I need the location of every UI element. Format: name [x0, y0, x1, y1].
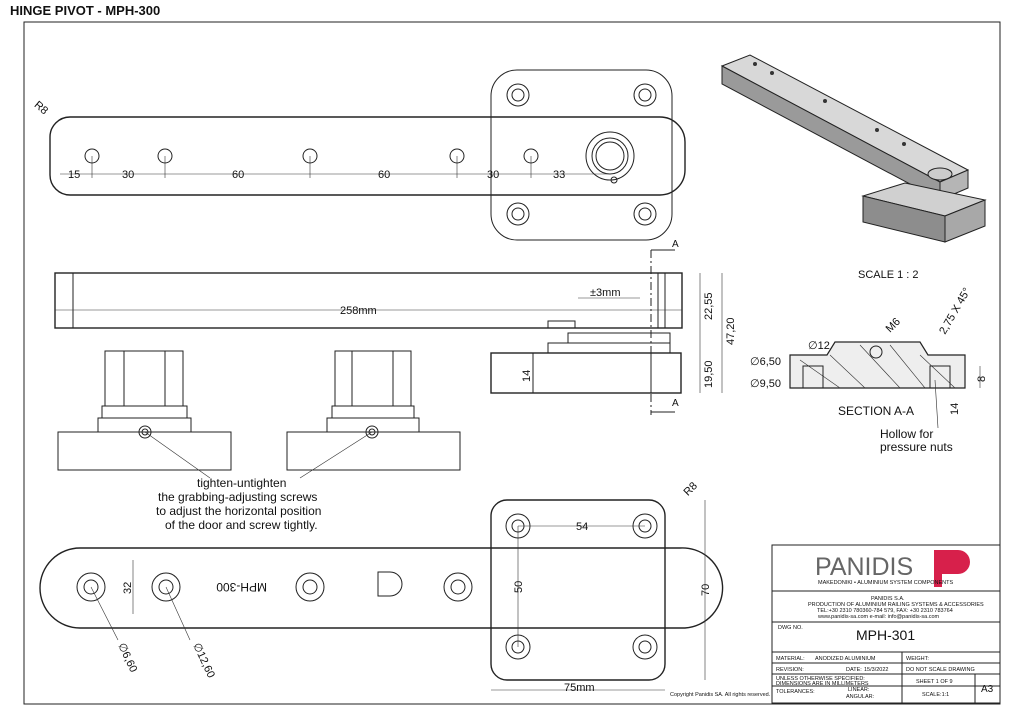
- height-lower-label: 19,50: [703, 360, 715, 388]
- section-marker-top: A: [672, 239, 679, 250]
- dim-15: 15: [68, 169, 80, 181]
- section-dia-large: ∅9,50: [750, 378, 781, 390]
- section-note-line-2: pressure nuts: [880, 440, 953, 454]
- unless-note-2: DIMENSIONS ARE IN MILLIMETERS: [776, 681, 869, 687]
- company-desc: PRODUCTION OF ALUMINIUM RAILING SYSTEMS …: [808, 602, 984, 608]
- instruction-line-4: of the door and screw tightly.: [165, 518, 318, 532]
- section-thread: M6: [884, 316, 903, 335]
- iso-scale-label: SCALE 1 : 2: [858, 269, 919, 281]
- company-contact-1: TEL:+30 2310 780360-784 579, FAX: +30 23…: [817, 608, 953, 614]
- section-view: ∅6,50 ∅9,50 ∅12 M6 2,75 X 45° 8 14 SECTI…: [750, 286, 988, 454]
- section-chamfer: 2,75 X 45°: [937, 286, 973, 337]
- arm-outline: [49, 116, 686, 196]
- instruction-line-2: the grabbing-adjusting screws: [158, 490, 317, 504]
- date-value: 15/3/2022: [864, 667, 888, 673]
- dim-60-right: 60: [378, 169, 390, 181]
- company-name: PANIDIS S.A.: [871, 596, 905, 602]
- height-upper-label: 22,55: [703, 292, 715, 320]
- bottom-height: 32: [122, 582, 134, 594]
- section-marker-bottom: A: [672, 398, 679, 409]
- plate-spacing-x: 54: [576, 521, 588, 533]
- instruction-line-3: to adjust the horizontal position: [156, 504, 321, 518]
- base-plate-outline: [490, 69, 673, 241]
- drawing-border: [23, 21, 1001, 705]
- isometric-view: SCALE 1 : 2: [720, 54, 987, 281]
- no-scale-note: DO NOT SCALE DRAWING: [906, 667, 975, 673]
- brand-logo: [934, 550, 970, 587]
- revision-label: REVISION:: [776, 667, 804, 673]
- company-contact-2: www.panidis-sa.com e-mail: info@panidis-…: [817, 614, 940, 620]
- dim-30-left: 30: [122, 169, 134, 181]
- scale-value: SCALE:1:1: [922, 692, 949, 698]
- dim-30-right: 30: [487, 169, 499, 181]
- section-title: SECTION A-A: [838, 404, 914, 418]
- dwg-no: MPH-301: [856, 627, 915, 643]
- front-view: A A 258mm ±3mm 22,55 47,20 19,50 14: [54, 239, 737, 415]
- plate-spacing-y: 50: [513, 581, 525, 593]
- title-block: PANIDIS MAKEDONIKI • ALUMINIUM SYSTEM CO…: [771, 544, 1001, 704]
- section-depth: 8: [976, 376, 988, 382]
- section-height: 14: [949, 403, 961, 415]
- instruction-line-1: tighten-untighten: [197, 476, 286, 490]
- dim-33: 33: [553, 169, 565, 181]
- section-dia-small: ∅6,50: [750, 356, 781, 368]
- date-label: DATE:: [846, 667, 862, 673]
- paper-size: A3: [981, 684, 994, 695]
- unless-note-1: UNLESS OTHERWISE SPECIFIED:: [776, 676, 865, 682]
- material-value: ANODIZED ALUMINIUM: [815, 656, 876, 662]
- angular-label: ANGULAR:: [846, 694, 875, 700]
- brand-name: PANIDIS: [815, 553, 913, 581]
- top-radius-label: R8: [32, 99, 50, 117]
- plate-radius: R8: [682, 480, 700, 498]
- weight-label: WEIGHT:: [906, 656, 929, 662]
- bottom-view: MPH-300 32 ∅6,60 ∅12,60 R8 54 50 70 75mm: [39, 480, 724, 694]
- travel-label: ±3mm: [590, 287, 620, 299]
- tolerances-label: TOLERANCES:: [776, 689, 815, 695]
- brand-tagline: MAKEDONIKI • ALUMINIUM SYSTEM COMPONENTS: [818, 580, 953, 586]
- copyright: Copyright Panidis SA. All rights reserve…: [670, 692, 771, 698]
- side-views: [57, 350, 461, 479]
- plate-height: 70: [700, 584, 712, 596]
- section-note-line-1: Hollow for: [880, 427, 933, 441]
- linear-label: LINEAR:: [848, 687, 870, 693]
- engraving-label: MPH-300: [216, 580, 267, 594]
- dim-60-left: 60: [232, 169, 244, 181]
- hole-small-label: ∅6,60: [115, 641, 139, 674]
- height-total-label: 47,20: [725, 317, 737, 345]
- front-length-label: 258mm: [340, 305, 377, 317]
- drawing-title: HINGE PIVOT - MPH-300: [10, 3, 161, 18]
- section-dia-top: ∅12: [808, 340, 830, 352]
- hole-large-label: ∅12,60: [190, 641, 217, 680]
- top-view: R8 15 30 60 60 30 33: [32, 69, 686, 241]
- base-height-label: 14: [521, 370, 533, 382]
- material-label: MATERIAL:: [776, 656, 805, 662]
- dwg-no-label: DWG NO.: [778, 625, 803, 631]
- plate-width: 75mm: [564, 682, 595, 694]
- sheet-label: SHEET 1 OF 9: [916, 679, 953, 685]
